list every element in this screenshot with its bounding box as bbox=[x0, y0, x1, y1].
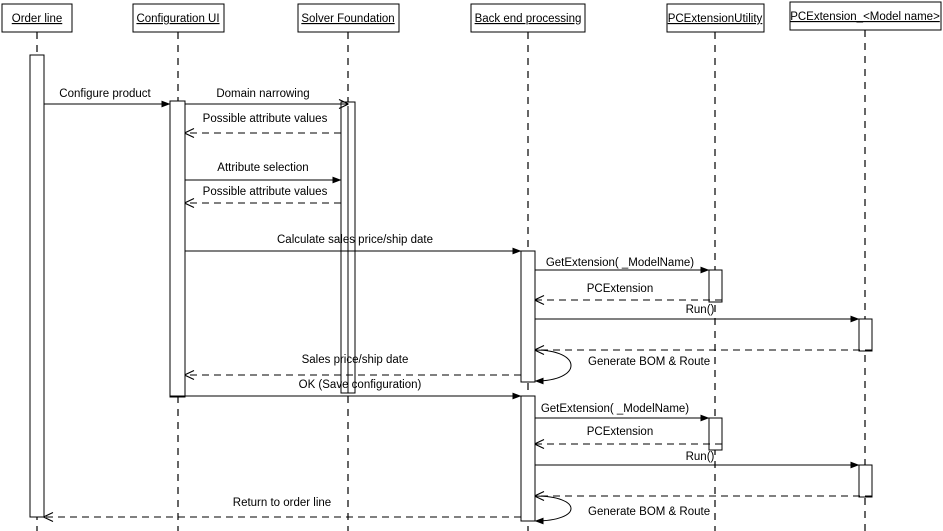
message-label-msg-generate-bom-route-1: Generate BOM & Route bbox=[588, 356, 710, 368]
lifeline-pcextension-model: PCExtension_<Model name> bbox=[789, 1, 942, 531]
lifeline-header-box-order-line[interactable] bbox=[1, 3, 73, 33]
message-label-msg-getextension-2: GetExtension( _ModelName) bbox=[541, 403, 689, 415]
message-label-msg-pcextension-1: PCExtension bbox=[587, 283, 653, 295]
message-msg-sales-price-ship-date[interactable]: Sales price/ship date bbox=[185, 354, 521, 375]
lifeline-label-order-line: Order line bbox=[12, 13, 63, 25]
message-msg-return-to-order-line[interactable]: Return to order line bbox=[44, 497, 521, 517]
message-msg-ok-save-configuration[interactable]: OK (Save configuration) bbox=[170, 379, 522, 400]
message-msg-getextension-2[interactable]: GetExtension( _ModelName) bbox=[535, 403, 710, 422]
message-label-msg-configure-product: Configure product bbox=[59, 88, 151, 100]
lifeline-label-configuration-ui: Configuration UI bbox=[136, 13, 219, 25]
message-label-msg-attribute-selection: Attribute selection bbox=[217, 162, 308, 174]
activation-act-pcext-util-first bbox=[708, 269, 723, 303]
message-msg-generate-bom-route-2[interactable]: Generate BOM & Route bbox=[534, 495, 710, 525]
message-label-msg-return-to-order-line: Return to order line bbox=[233, 497, 331, 509]
lifeline-header-box-pcext-utility[interactable] bbox=[666, 3, 765, 33]
message-label-msg-run-1: Run() bbox=[686, 304, 715, 316]
message-msg-attribute-selection[interactable]: Attribute selection bbox=[185, 162, 342, 184]
activation-act-pcext-util-second bbox=[708, 417, 723, 451]
lifeline-label-solver-foundation: Solver Foundation bbox=[301, 13, 394, 25]
activation-act-backend-first bbox=[520, 250, 536, 383]
message-msg-pcextension-1[interactable]: PCExtension bbox=[535, 283, 722, 300]
lifeline-label-back-end: Back end processing bbox=[475, 13, 582, 25]
message-label-msg-possible-attribute-values-2: Possible attribute values bbox=[203, 186, 328, 198]
message-msg-configure-product[interactable]: Configure product bbox=[44, 88, 171, 108]
lifeline-header-box-pcextension-model[interactable] bbox=[789, 1, 942, 31]
message-label-msg-pcextension-2: PCExtension bbox=[587, 426, 653, 438]
message-label-msg-domain-narrowing: Domain narrowing bbox=[216, 88, 309, 100]
message-msg-possible-attribute-values-1[interactable]: Possible attribute values bbox=[185, 113, 341, 133]
message-label-msg-getextension-1: GetExtension( _ModelName) bbox=[546, 257, 694, 269]
message-msg-domain-narrowing[interactable]: Domain narrowing bbox=[185, 88, 348, 104]
messages-layer: Configure product Domain narrowingPossibl… bbox=[44, 88, 872, 525]
lifeline-header-box-configuration-ui[interactable] bbox=[132, 3, 225, 33]
message-label-msg-sales-price-ship-date: Sales price/ship date bbox=[302, 354, 409, 366]
lifeline-label-pcext-utility: PCExtensionUtility bbox=[668, 13, 763, 25]
message-msg-possible-attribute-values-2[interactable]: Possible attribute values bbox=[185, 186, 341, 203]
message-msg-run-1[interactable]: Run() bbox=[535, 304, 860, 323]
activation-act-config-ui-outer bbox=[169, 100, 186, 398]
message-msg-run-2[interactable]: Run() bbox=[535, 451, 860, 469]
lifeline-header-box-back-end[interactable] bbox=[470, 3, 586, 33]
activation-act-order-line bbox=[29, 54, 45, 518]
message-label-msg-calculate-sales-price: Calculate sales price/ship date bbox=[277, 234, 433, 246]
message-label-msg-possible-attribute-values-1: Possible attribute values bbox=[203, 113, 328, 125]
message-label-msg-ok-save-configuration: OK (Save configuration) bbox=[299, 379, 422, 391]
lifeline-label-pcextension-model: PCExtension_<Model name> bbox=[790, 11, 940, 23]
message-msg-generate-bom-route-1[interactable]: Generate BOM & Route bbox=[534, 349, 710, 385]
message-msg-pcextension-2[interactable]: PCExtension bbox=[535, 426, 722, 444]
self-loop-path-msg-generate-bom-route-1 bbox=[534, 349, 572, 385]
message-msg-getextension-1[interactable]: GetExtension( _ModelName) bbox=[535, 257, 710, 274]
activation-act-pcext-model-second bbox=[858, 464, 873, 498]
self-loop-path-msg-generate-bom-route-2 bbox=[534, 495, 572, 525]
message-label-msg-run-2: Run() bbox=[686, 451, 715, 463]
message-msg-calculate-sales-price[interactable]: Calculate sales price/ship date bbox=[185, 234, 522, 255]
activation-act-pcext-model-first bbox=[858, 318, 873, 352]
activations-layer bbox=[29, 54, 873, 522]
message-label-msg-generate-bom-route-2: Generate BOM & Route bbox=[588, 506, 710, 518]
lifeline-pcext-utility: PCExtensionUtility bbox=[666, 3, 765, 531]
activation-act-backend-second bbox=[520, 395, 536, 522]
